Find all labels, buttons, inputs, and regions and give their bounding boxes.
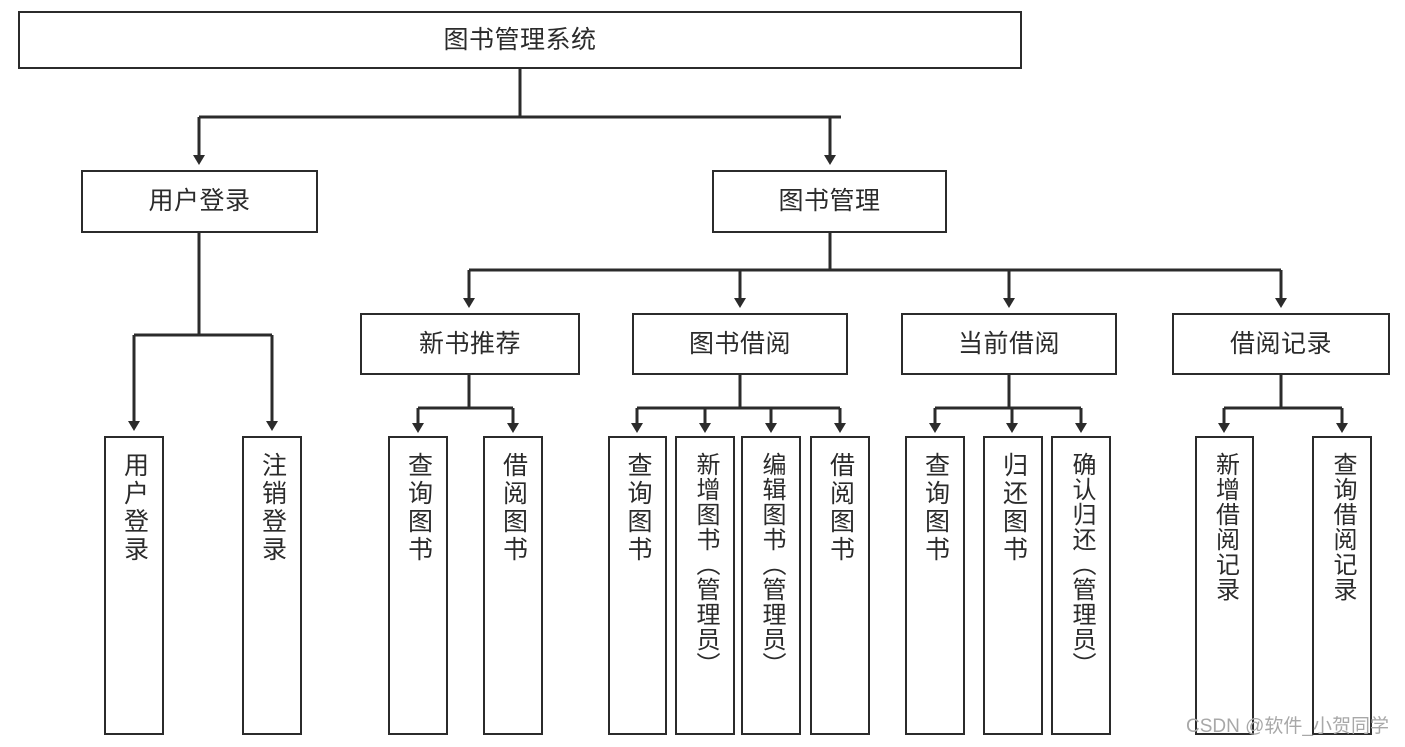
node-book-management-label: 图书管理 xyxy=(778,187,881,215)
node-leaf-user-login-login-label: 用户登录 xyxy=(120,452,149,564)
node-root-system[interactable]: 图书管理系统 xyxy=(18,11,1022,69)
node-leaf-book-borrow-borrow-label: 借阅图书 xyxy=(826,452,855,564)
node-leaf-new-book-borrow-label: 借阅图书 xyxy=(499,452,528,564)
node-new-book-recommend-label: 新书推荐 xyxy=(418,329,521,358)
node-leaf-current-borrow-query-label: 查询图书 xyxy=(921,452,950,564)
node-leaf-user-login-logout-label: 注销登录 xyxy=(258,452,287,564)
node-borrow-record[interactable]: 借阅记录 xyxy=(1172,313,1390,375)
node-leaf-user-login-logout[interactable]: 注销登录 xyxy=(242,436,302,735)
node-leaf-user-login-login[interactable]: 用户登录 xyxy=(104,436,164,735)
node-leaf-borrow-record-add[interactable]: 新增借阅记录 xyxy=(1195,436,1254,735)
node-user-login-label: 用户登录 xyxy=(148,187,251,215)
node-user-login[interactable]: 用户登录 xyxy=(81,170,318,233)
node-leaf-book-borrow-add[interactable]: 新增图书（管理员） xyxy=(675,436,735,735)
node-leaf-current-borrow-confirm-label: 确认归还（管理员） xyxy=(1068,452,1095,677)
node-current-borrow-label: 当前借阅 xyxy=(957,329,1060,358)
csdn-watermark: CSDN @软件_小贺同学 xyxy=(1186,716,1389,737)
node-leaf-book-borrow-borrow[interactable]: 借阅图书 xyxy=(810,436,870,735)
node-leaf-book-borrow-edit-label: 编辑图书（管理员） xyxy=(758,452,785,677)
node-leaf-borrow-record-query-label: 查询借阅记录 xyxy=(1329,452,1356,602)
node-root-system-label: 图书管理系统 xyxy=(443,25,597,54)
node-new-book-recommend[interactable]: 新书推荐 xyxy=(360,313,580,375)
node-leaf-current-borrow-confirm[interactable]: 确认归还（管理员） xyxy=(1051,436,1111,735)
node-current-borrow[interactable]: 当前借阅 xyxy=(901,313,1117,375)
node-leaf-book-borrow-query[interactable]: 查询图书 xyxy=(608,436,667,735)
node-book-borrow-label: 图书借阅 xyxy=(688,329,791,358)
node-book-management[interactable]: 图书管理 xyxy=(712,170,947,233)
node-leaf-current-borrow-return-label: 归还图书 xyxy=(999,452,1028,564)
node-leaf-new-book-query[interactable]: 查询图书 xyxy=(388,436,448,735)
node-leaf-new-book-borrow[interactable]: 借阅图书 xyxy=(483,436,543,735)
node-leaf-current-borrow-query[interactable]: 查询图书 xyxy=(905,436,965,735)
node-leaf-book-borrow-add-label: 新增图书（管理员） xyxy=(692,452,719,677)
node-leaf-current-borrow-return[interactable]: 归还图书 xyxy=(983,436,1043,735)
node-book-borrow[interactable]: 图书借阅 xyxy=(632,313,848,375)
node-leaf-borrow-record-add-label: 新增借阅记录 xyxy=(1211,452,1239,602)
node-leaf-book-borrow-query-label: 查询图书 xyxy=(624,452,652,564)
node-leaf-new-book-query-label: 查询图书 xyxy=(404,452,433,564)
node-leaf-borrow-record-query[interactable]: 查询借阅记录 xyxy=(1312,436,1372,735)
node-leaf-book-borrow-edit[interactable]: 编辑图书（管理员） xyxy=(741,436,801,735)
node-borrow-record-label: 借阅记录 xyxy=(1229,329,1332,358)
